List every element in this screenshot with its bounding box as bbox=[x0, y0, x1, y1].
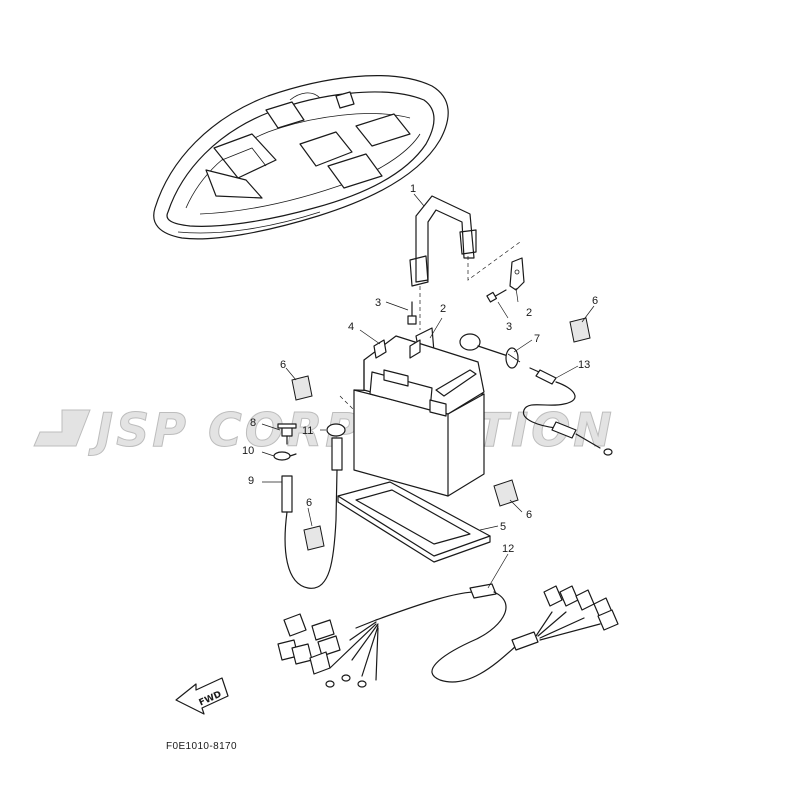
breather-hose bbox=[281, 437, 343, 589]
callout-2: 2 bbox=[440, 303, 446, 315]
callout-10: 10 bbox=[242, 445, 254, 457]
watermark: JSP CORPORATION bbox=[33, 403, 615, 458]
battery bbox=[339, 335, 485, 497]
pads bbox=[291, 317, 591, 551]
callout-8: 8 bbox=[250, 417, 256, 429]
watermark-logo-mark bbox=[33, 409, 91, 447]
callout-1: 1 bbox=[410, 183, 416, 195]
hose-clamp bbox=[273, 451, 297, 461]
callout-6: 6 bbox=[526, 509, 532, 521]
callout-5: 5 bbox=[500, 521, 506, 533]
diagram-code: F0E1010-8170 bbox=[166, 741, 237, 752]
boat-illustration bbox=[153, 75, 449, 240]
battery-strap bbox=[409, 195, 521, 330]
terminal-grommet bbox=[459, 333, 521, 369]
callout-3: 3 bbox=[375, 297, 381, 309]
callout-6: 6 bbox=[280, 359, 286, 371]
callout-4: 4 bbox=[348, 321, 354, 333]
breather-fitting bbox=[277, 423, 297, 445]
callout-7: 7 bbox=[534, 333, 540, 345]
callout-9: 9 bbox=[248, 475, 254, 487]
fwd-arrow: FWD bbox=[175, 677, 229, 715]
battery-cable bbox=[522, 367, 613, 456]
callout-6: 6 bbox=[592, 295, 598, 307]
callout-12: 12 bbox=[502, 543, 514, 555]
callout-2: 2 bbox=[526, 307, 532, 319]
o-ring bbox=[326, 423, 346, 437]
callout-11: 11 bbox=[302, 425, 313, 437]
callout-13: 13 bbox=[578, 359, 590, 371]
battery-tray bbox=[337, 481, 491, 563]
bolts bbox=[407, 289, 507, 325]
callout-numbers: 1 2 2 3 3 4 5 6 6 6 6 7 8 9 10 11 12 13 bbox=[242, 183, 598, 555]
callout-6: 6 bbox=[306, 497, 312, 509]
leader-lines bbox=[261, 193, 595, 589]
wire-harness bbox=[277, 583, 619, 688]
watermark-text: JSP CORPORATION bbox=[88, 403, 615, 457]
callout-3: 3 bbox=[506, 321, 512, 333]
